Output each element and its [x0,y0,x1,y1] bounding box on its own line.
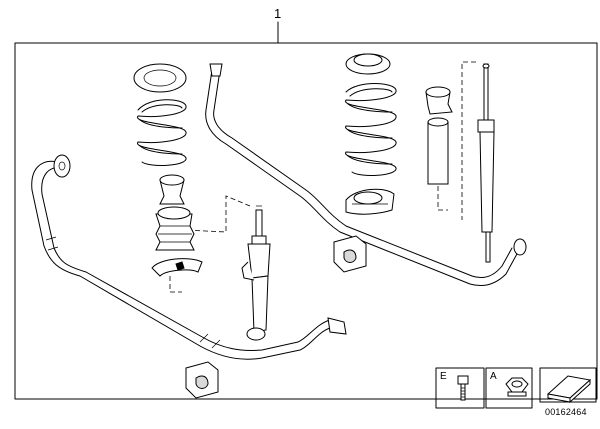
front-spring-upper-seat [133,63,187,93]
rear-shock-absorber [461,61,495,263]
rear-bump-stop-with-boot [425,86,453,211]
stabilizer-end-link-right [327,317,347,335]
legend-box-nut [485,367,533,409]
stabilizer-bushing-front [185,361,219,399]
stabilizer-end-link-left [53,154,71,178]
rear-stabilizer-bar [205,63,527,287]
front-spring-lower-pad [151,258,203,293]
part-number-label: 1 [274,6,282,21]
front-strut [183,195,271,341]
document-symbol [539,367,597,404]
legend-code-e: E [440,371,447,382]
rear-stabilizer-link-top [209,63,223,77]
stabilizer-bushing-rear [333,235,367,273]
nut-icon [505,377,529,397]
rear-spring-lower-pad [345,188,395,215]
front-bump-stop [159,174,185,205]
legend-box-bolt [435,367,485,409]
rear-coil-spring [345,53,397,176]
legend-code-a: A [490,371,497,382]
front-dust-boot [155,206,195,251]
bolt-icon [457,375,469,401]
document-number: 00162464 [545,407,587,417]
rear-stabilizer-link-right [513,238,527,256]
front-coil-spring [133,63,187,166]
front-stabilizer-bar [31,154,347,360]
assembly-frame [14,42,598,400]
fastener-legend [435,367,533,409]
